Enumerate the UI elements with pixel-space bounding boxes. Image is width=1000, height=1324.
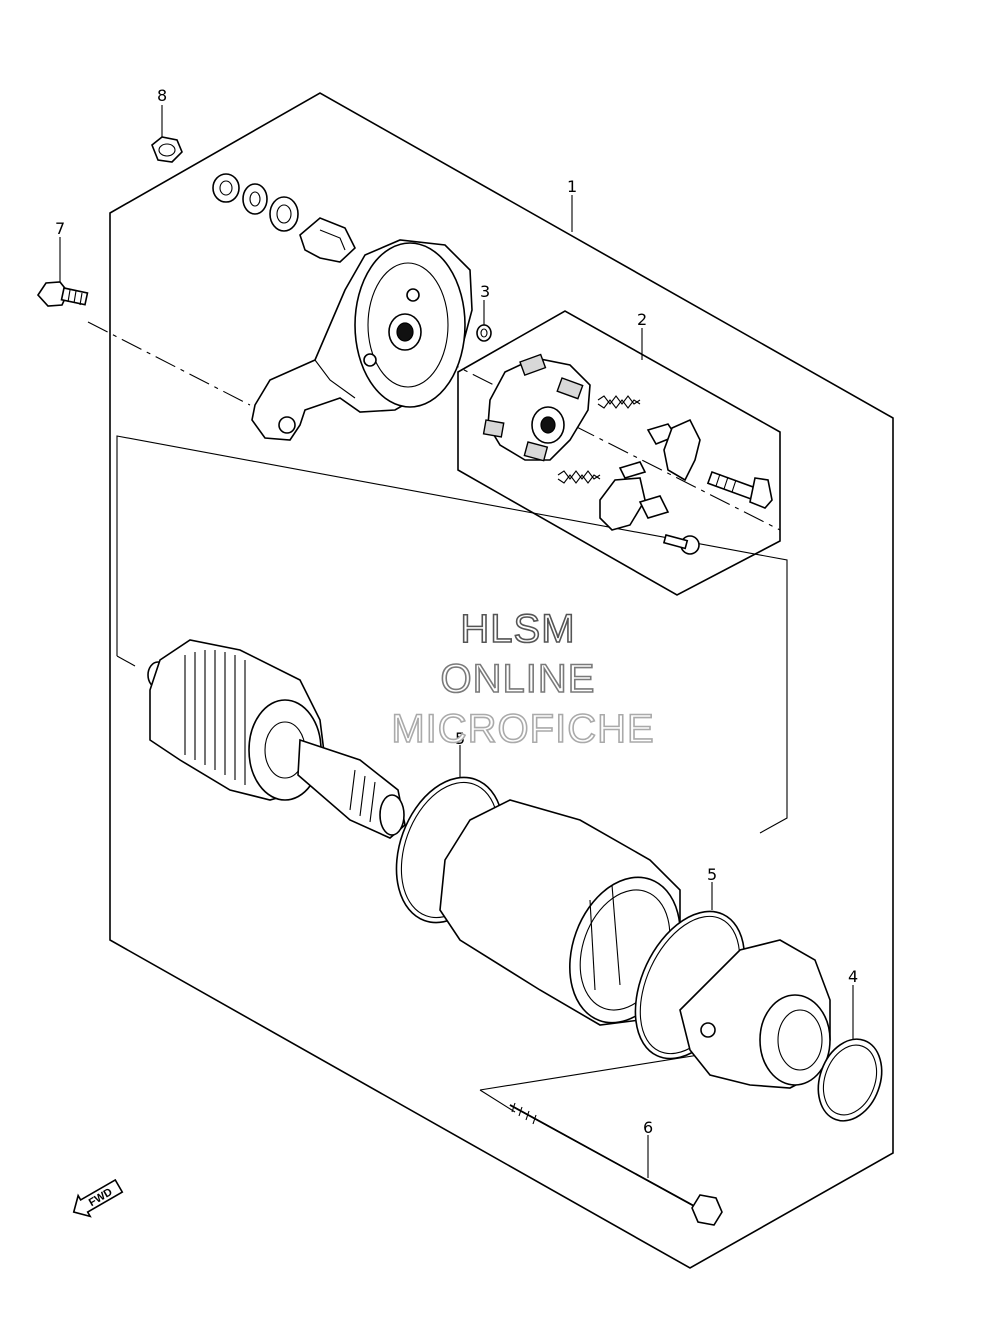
end-cover-housing [251,239,473,441]
watermark-line-1: HLSM [460,607,575,651]
watermark-line-2: ONLINE [441,657,596,701]
terminal-insulator [299,217,356,263]
small-screw [662,534,700,555]
assembly-outline [109,92,894,1269]
through-bolt-part-6 [509,1102,723,1226]
terminal-bolt [706,470,773,509]
o-ring-part-4 [817,1038,883,1122]
washer-stack [212,173,299,232]
brushes [599,418,701,531]
washer-part-3 [476,324,492,342]
forward-arrow-icon: FWD [72,1178,124,1218]
brush-springs [557,395,641,484]
callout-5-lower: 5 [707,865,717,884]
callout-3: 3 [480,282,490,301]
front-cover [679,939,831,1089]
armature [147,639,406,839]
armature-group-outline [116,435,788,834]
fwd-label: FWD [87,1186,115,1209]
callout-7: 7 [55,219,65,238]
brush-holder-plate [482,353,591,462]
callout-8: 8 [157,86,167,105]
callout-1: 1 [567,177,577,196]
bolt-part-7 [36,281,89,307]
nut-part-8 [151,136,183,163]
callout-4: 4 [848,967,858,986]
callout-6: 6 [643,1118,653,1137]
watermark-line-3: MICROFICHE [391,707,654,751]
brush-holder-group-box [457,310,781,596]
callout-5-upper: 5 [455,729,465,748]
callout-2: 2 [637,310,647,329]
